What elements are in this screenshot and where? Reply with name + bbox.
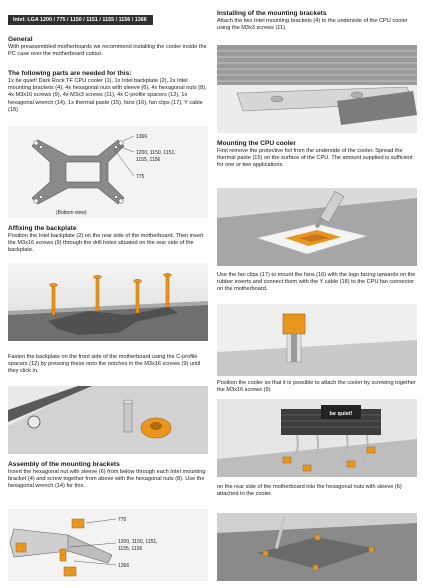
assembly-text: Insert the hexagonal nut with sleeve (6)… bbox=[8, 469, 206, 490]
bottom-view-caption: (Bottom view) bbox=[56, 210, 87, 216]
position-text: Position the cooler so that it is possib… bbox=[217, 380, 416, 394]
fan-logo-text: be quiet! bbox=[330, 411, 353, 417]
general-section: General With preassembled motherboards w… bbox=[8, 36, 208, 58]
bracket-diagram: 775 1200, 1150, 1151, 1155, 1156 1366 bbox=[8, 509, 208, 581]
backplate-screws-illustration bbox=[8, 263, 208, 341]
rear-section: on the rear side of the motherboard into… bbox=[217, 484, 417, 498]
parts-heading: The following parts are needed for this: bbox=[8, 70, 132, 77]
cooler-assembled-illustration: be quiet! bbox=[217, 399, 417, 477]
bracket-callout-1155: 1155, 1156 bbox=[118, 546, 143, 552]
rear-text: on the rear side of the motherboard into… bbox=[217, 484, 402, 498]
mounting-text: First remove the protective foil from th… bbox=[217, 148, 413, 169]
backplate-diagram: 1366 1200, 1150, 1151, 1155, 1156 775 (B… bbox=[8, 126, 208, 218]
fasten-text: Fasten the backplate on the front side o… bbox=[8, 354, 201, 375]
assembly-section: Assembly of the mounting brackets Insert… bbox=[8, 461, 208, 491]
mounting-heading: Mounting the CPU cooler bbox=[217, 140, 296, 147]
general-heading: General bbox=[8, 36, 33, 43]
parts-section: The following parts are needed for this:… bbox=[8, 70, 208, 114]
callout-1366: 1366 bbox=[136, 134, 147, 140]
section-title-pill: Intel: LGA 1200 / 775 / 1150 / 1151 / 11… bbox=[8, 15, 153, 25]
parts-text: 1x be quiet! Dark Rock TF CPU cooler (1)… bbox=[8, 78, 207, 113]
spacer-detail-illustration bbox=[8, 386, 208, 454]
affixing-section: Affixing the backplate Position the Inte… bbox=[8, 225, 208, 255]
cooler-bracket-illustration bbox=[217, 45, 417, 133]
standoff-illustration bbox=[217, 304, 417, 376]
bracket-callout-775: 775 bbox=[118, 517, 127, 523]
fanclips-text: Use the fan clips (17) to mount the fans… bbox=[217, 272, 416, 293]
installing-text: Attach the two Intel mounting brackets (… bbox=[217, 18, 408, 32]
thermal-paste-illustration bbox=[217, 188, 417, 266]
assembly-heading: Assembly of the mounting brackets bbox=[8, 461, 120, 468]
bracket-callout-1200: 1200, 1150, 1151, bbox=[118, 539, 158, 545]
callout-775: 775 bbox=[136, 174, 145, 180]
mounting-section: Mounting the CPU cooler First remove the… bbox=[217, 140, 417, 170]
affixing-heading: Affixing the backplate bbox=[8, 225, 77, 232]
general-text: With preassembled motherboards we recomm… bbox=[8, 44, 207, 58]
installing-section: Installing of the mounting brackets Atta… bbox=[217, 10, 417, 32]
callout-1155: 1155, 1156 bbox=[136, 157, 161, 163]
affixing-text: Position the Intel backplate (2) on the … bbox=[8, 233, 204, 254]
rear-board-illustration bbox=[217, 513, 417, 581]
fasten-section: Fasten the backplate on the front side o… bbox=[8, 354, 208, 376]
callout-1200: 1200, 1150, 1151, bbox=[136, 150, 176, 156]
installing-heading: Installing of the mounting brackets bbox=[217, 10, 327, 17]
position-section: Position the cooler so that it is possib… bbox=[217, 380, 417, 394]
fanclips-section: Use the fan clips (17) to mount the fans… bbox=[217, 272, 417, 294]
bracket-callout-1366: 1366 bbox=[118, 563, 129, 569]
